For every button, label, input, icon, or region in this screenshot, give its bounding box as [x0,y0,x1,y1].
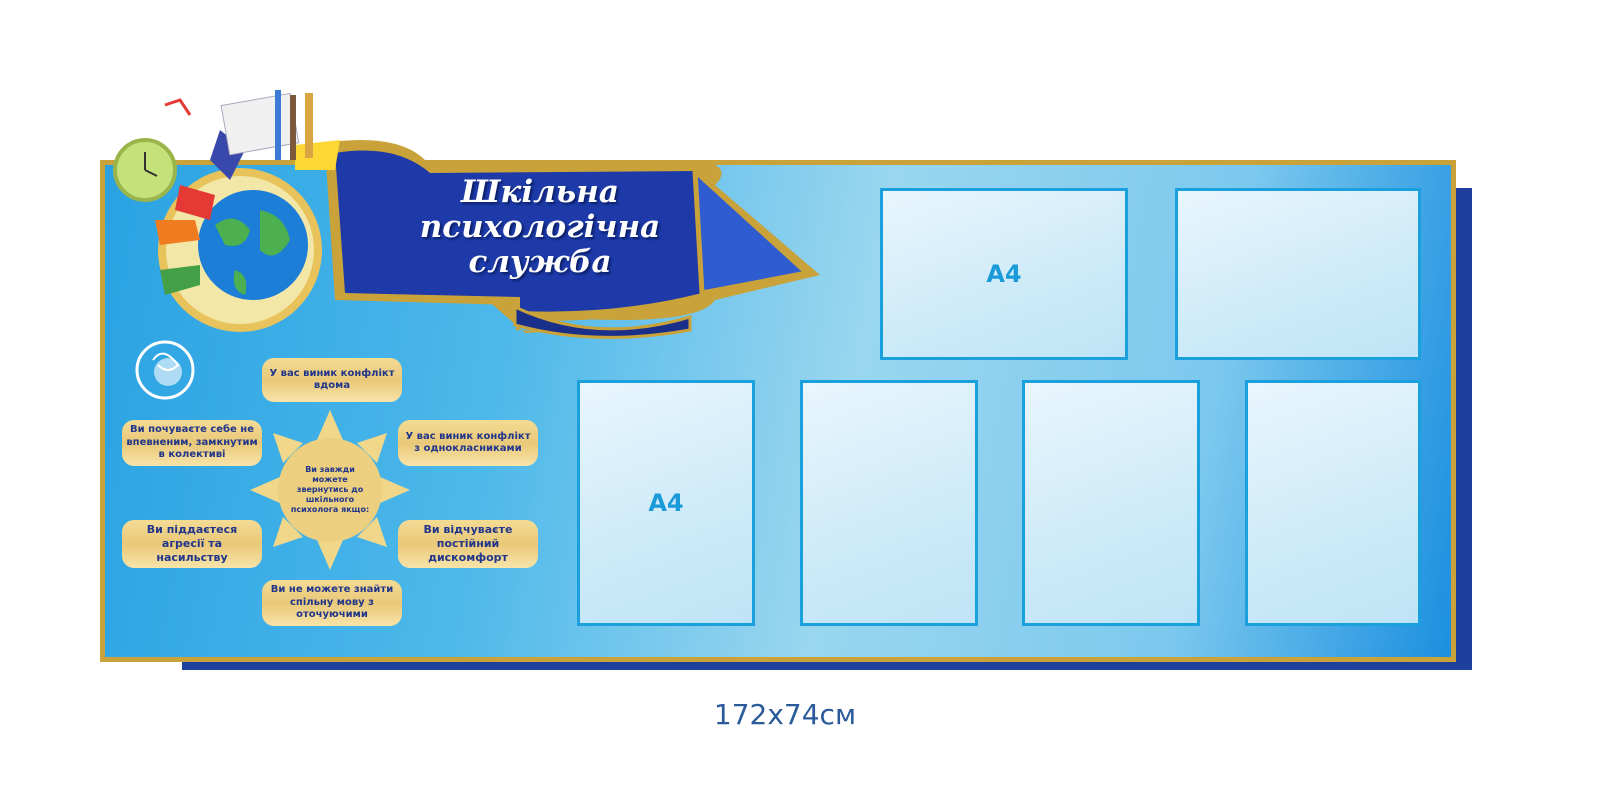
sun-center-text: Ви завжди можете звернутись до шкільного… [290,465,370,514]
title-line: психологічна [419,209,661,246]
reason-box: Ви піддаєтеся агресії та насильству [122,520,262,568]
reason-box: Ви відчуваєте постійний дискомфорт [398,520,538,568]
reason-box: Ви не можете знайти спільну мову з оточу… [262,580,402,626]
ribbon-banner [310,140,820,339]
title-line: служба [468,244,612,281]
reason-box: У вас виник конфлікт вдома [262,358,402,402]
a4-pocket: A4 [880,188,1128,360]
hands-icon [155,130,340,295]
stationery-icon [164,90,313,160]
banner-illustration [113,90,820,339]
size-caption: 172x74см [713,698,857,731]
sun-icon [250,410,410,570]
a4-pocket [1245,380,1421,626]
psychology-logo-icon [135,340,195,400]
banner-title: Шкільна психологічна служба [390,174,690,281]
a4-pocket [1175,188,1421,360]
a4-pocket [800,380,978,626]
alarm-clock-icon [113,138,177,202]
reason-box: У вас виник конфлікт з однокласниками [398,420,538,466]
a4-pocket [1022,380,1200,626]
a4-pocket: A4 [577,380,755,626]
reason-box: Ви почуваєте себе не впевненим, замкнути… [122,420,262,466]
title-line: Шкільна [461,174,619,210]
